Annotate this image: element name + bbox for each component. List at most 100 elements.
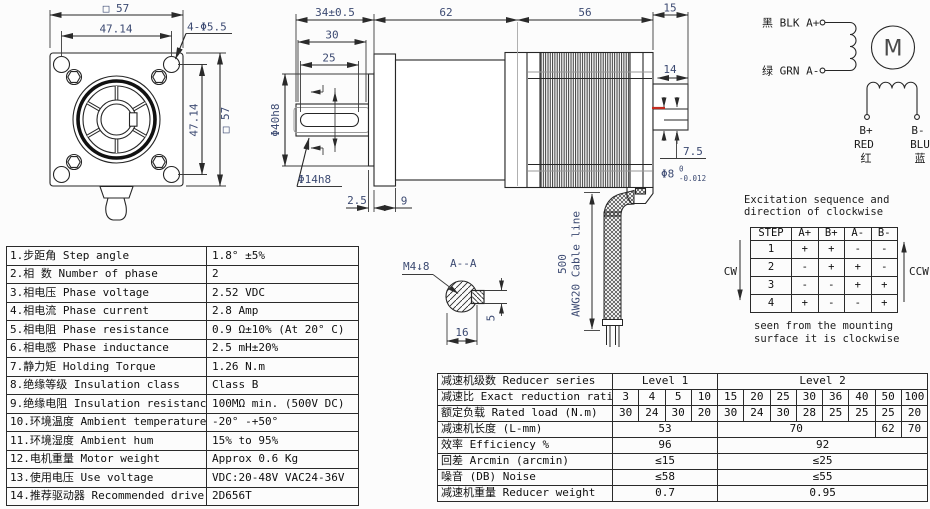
- dim-key-flat: 25: [322, 52, 335, 65]
- spec-label-5: 5.相电阻 Phase resistance: [6, 320, 207, 340]
- backlash-cell: ≤15: [611, 453, 719, 470]
- load-cell: 25: [848, 405, 876, 422]
- tap-callout: M4↓8: [403, 260, 430, 273]
- face-circle: [72, 75, 161, 164]
- terminal-a-minus: [819, 67, 826, 74]
- dim-key-total: 30: [325, 29, 338, 42]
- load-cell: 24: [638, 405, 666, 422]
- reducer-level2: Level 2: [717, 373, 929, 390]
- label-b-plus-color: RED: [854, 138, 874, 151]
- load-cell: 20: [690, 405, 719, 422]
- ratio-cell: 5: [664, 389, 692, 406]
- load-cell: 30: [664, 405, 692, 422]
- dim-rear-shaft-len: 14: [663, 63, 677, 76]
- exc-cell: -: [844, 240, 872, 259]
- dim-section-width: 16: [455, 326, 468, 339]
- exc-header-a-plus: A+: [791, 227, 819, 241]
- excitation-title-line1: Excitation sequence and: [744, 194, 890, 206]
- dim-key-height: 5: [485, 315, 498, 322]
- reducer-ratio-label: 减速比 Exact reduction ratio: [437, 389, 613, 406]
- motor-symbol-circle: [870, 25, 916, 70]
- spec-label-12: 12.电机重量 Motor weight: [6, 449, 207, 469]
- terminal-a-plus: [819, 19, 826, 26]
- spec-value-3: 2.52 VDC: [206, 283, 359, 303]
- exc-cell: -: [791, 276, 819, 295]
- exc-header-b-plus: B+: [817, 227, 845, 241]
- cable-stub-front: [105, 197, 127, 221]
- dim-gearbox-len: 62: [439, 6, 452, 19]
- dim-shaft-dia: Φ14h8: [298, 173, 331, 186]
- keyway-slot: [299, 112, 360, 128]
- nut: [65, 68, 83, 86]
- spec-label-3: 3.相电压 Phase voltage: [6, 283, 207, 303]
- label-a-minus: 绿 GRN A-: [762, 64, 819, 78]
- spec-label-7: 7.静力矩 Holding Torque: [6, 357, 207, 377]
- load-cell: 25: [822, 405, 850, 422]
- length-cell: 53: [611, 421, 719, 438]
- dim-height: 47.14: [188, 103, 201, 136]
- phase-a-coil: [825, 21, 857, 72]
- spec-label-13: 13.使用电压 Use voltage: [6, 468, 207, 488]
- side-view: 34±0.5 62 56 15 30 25 Φ40h8 Φ14h8 2.5 9 …: [269, 2, 706, 212]
- reducer-backlash-label: 回差 Arcmin (arcmin): [437, 453, 613, 470]
- exc-cell: 4: [750, 294, 792, 313]
- ratio-cell: 25: [769, 389, 797, 406]
- boot-label: [634, 187, 647, 195]
- spec-value-14: 2D656T: [206, 486, 359, 506]
- pilot-boss: [367, 73, 375, 167]
- dim-rear-len: 15: [663, 2, 676, 15]
- label-b-plus: B+: [859, 124, 873, 137]
- front-view: □ 57 47.14 4-Φ5.5 47.14 □ 57: [49, 2, 232, 221]
- mount-hole: [52, 165, 71, 184]
- terminal-b-minus: [914, 114, 920, 120]
- load-cell: 30: [769, 405, 797, 422]
- spec-label-1: 1.步距角 Step angle: [6, 246, 207, 266]
- spec-value-10: -20° -+50°: [206, 412, 359, 432]
- label-b-plus-cn: 红: [861, 152, 872, 165]
- reducer-efficiency-label: 效率 Efficiency %: [437, 437, 613, 454]
- spec-label-6: 6.相电感 Phase inductance: [6, 338, 207, 358]
- ratio-cell: 40: [848, 389, 876, 406]
- section-view: M4↓8 A--A 16 5: [402, 257, 507, 345]
- excitation-table: STEP A+ B+ A- B- 1 + + - - 2 - + + - 3 -…: [750, 227, 898, 313]
- load-cell: 20: [900, 405, 929, 422]
- spec-label-2: 2.相 数 Number of phase: [6, 264, 207, 284]
- exc-cell: 2: [750, 258, 792, 277]
- ratio-cell: 10: [690, 389, 719, 406]
- excitation-note-line1: seen from the mounting: [754, 320, 894, 332]
- spec-label-10: 10.环境温度 Ambient temperature: [6, 412, 207, 432]
- exc-cell: -: [870, 240, 898, 259]
- load-cell: 28: [795, 405, 824, 422]
- load-cell: 25: [874, 405, 902, 422]
- weight-cell: 0.7: [611, 485, 719, 502]
- ratio-cell: 20: [743, 389, 771, 406]
- motor-letter: M: [884, 37, 903, 62]
- exc-cell: -: [817, 276, 845, 295]
- rotation-arrows: CW CCW: [724, 240, 929, 302]
- phase-b-coil: [866, 81, 918, 89]
- ratio-cell: 30: [795, 389, 824, 406]
- section-cut-marks: [310, 85, 338, 155]
- exc-cell: +: [870, 276, 898, 295]
- spec-value-13: VDC:20-48V VAC24-36V: [206, 468, 359, 488]
- exc-header-a-minus: A-: [844, 227, 872, 241]
- efficiency-cell: 92: [717, 437, 929, 454]
- spec-label-14: 14.推荐驱动器 Recommended drive: [6, 486, 207, 506]
- exc-cell: +: [844, 276, 872, 295]
- spec-value-8: Class B: [206, 375, 359, 395]
- dim-rear-tol-lo: -0.012: [679, 174, 706, 183]
- cable-end: [602, 319, 623, 326]
- spec-label-11: 11.环境湿度 Ambient hum: [6, 431, 207, 451]
- spec-value-7: 1.26 N.m: [206, 357, 359, 377]
- cable-drawing: 500 AWG20 Cable line: [556, 189, 635, 347]
- ratio-cell: 36: [822, 389, 850, 406]
- nut: [150, 68, 168, 86]
- spec-value-6: 2.5 mH±20%: [206, 338, 359, 358]
- excitation-note-line2: surface it is clockwise: [754, 333, 900, 345]
- dim-square-top: □ 57: [103, 2, 130, 15]
- dim-pilot-dia: Φ40h8: [269, 103, 282, 136]
- ratio-cell: 15: [717, 389, 745, 406]
